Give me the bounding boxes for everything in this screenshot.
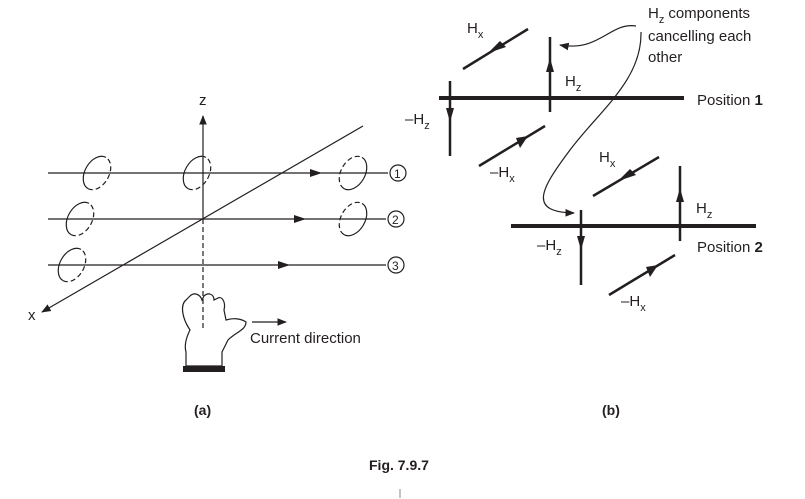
line-label-3: 3 xyxy=(392,259,399,273)
figure-caption: Fig. 7.9.7 xyxy=(369,457,429,473)
z-axis-label: z xyxy=(199,92,207,109)
current-direction-label: Current direction xyxy=(250,330,361,347)
caption-a: (a) xyxy=(194,402,211,418)
flux-loops xyxy=(57,155,368,283)
hx-label-1: Hx xyxy=(467,20,484,41)
position-2: Position 2 Hx Hz –Hz –Hx xyxy=(511,149,763,314)
svg-text:cancelling each: cancelling each xyxy=(648,28,751,45)
panel-a: z x 1 2 3 xyxy=(28,92,407,418)
conductor-1: 1 xyxy=(48,164,407,182)
hz-label-1: Hz xyxy=(565,73,581,94)
panel-b: Position 1 Hx Hz –Hz –Hx Position 2 xyxy=(405,5,763,418)
svg-text:other: other xyxy=(648,49,682,66)
position-1: Position 1 Hx Hz –Hz –Hx xyxy=(405,20,763,185)
neg-hz-label-1: –Hz xyxy=(405,111,430,132)
hz-label-2: Hz xyxy=(696,200,712,221)
svg-text:Position 1: Position 1 xyxy=(697,92,763,109)
x-axis-label: x xyxy=(28,307,36,324)
line-label-1: 1 xyxy=(394,167,401,181)
conductor-2: 2 xyxy=(48,210,405,228)
neg-hz-label-2: –Hz xyxy=(537,237,562,258)
neg-hx-label-2: –Hx xyxy=(621,293,646,314)
line-label-2: 2 xyxy=(392,213,399,227)
right-hand-icon xyxy=(181,293,247,372)
svg-text:Position 2: Position 2 xyxy=(697,239,763,256)
conductor-3: 3 xyxy=(48,256,405,274)
caption-b: (b) xyxy=(602,402,620,418)
neg-hx-label-1: –Hx xyxy=(490,164,515,185)
hx-label-2: Hx xyxy=(599,149,616,170)
